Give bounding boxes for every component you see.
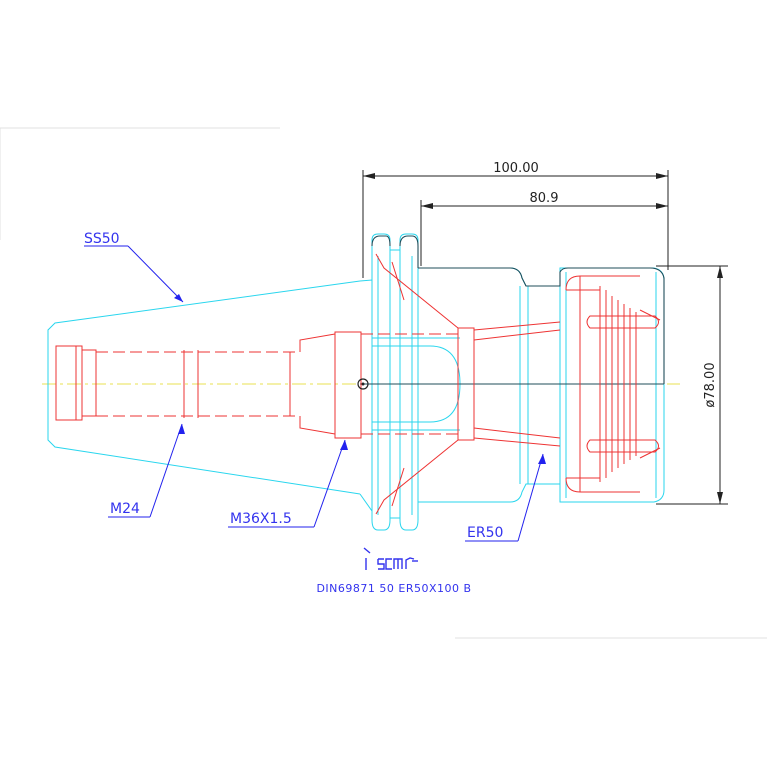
body-outline	[372, 267, 665, 503]
callout-er50: ER50	[465, 453, 546, 542]
sheet-border	[0, 127, 767, 639]
dim-nut-diameter: ø78.00	[703, 362, 718, 407]
collet-nut-internals	[565, 275, 661, 493]
label-er50: ER50	[467, 525, 503, 541]
callout-m24: M24	[108, 423, 185, 518]
nut-outline	[360, 235, 665, 385]
label-m24: M24	[110, 501, 140, 517]
brand-logo	[363, 547, 418, 570]
callout-m36: M36X1.5	[228, 439, 348, 528]
dim-gauge-to-nose: 80.9	[530, 191, 559, 206]
reference-point	[357, 378, 369, 390]
part-caption: DIN69871 50 ER50X100 B	[316, 582, 471, 595]
internal-threads	[55, 253, 561, 515]
dimension-nut-diameter: ø78.00	[656, 265, 728, 505]
dimension-gauge-to-nose: 80.9	[420, 191, 668, 266]
dimension-overall-length: 100.00	[362, 161, 669, 278]
label-m36: M36X1.5	[230, 511, 292, 527]
flange-outline	[359, 233, 419, 531]
taper-shank-outline	[47, 280, 361, 495]
dim-overall-length: 100.00	[493, 161, 539, 176]
label-ss50: SS50	[84, 231, 120, 247]
callout-ss50: SS50	[84, 231, 184, 303]
